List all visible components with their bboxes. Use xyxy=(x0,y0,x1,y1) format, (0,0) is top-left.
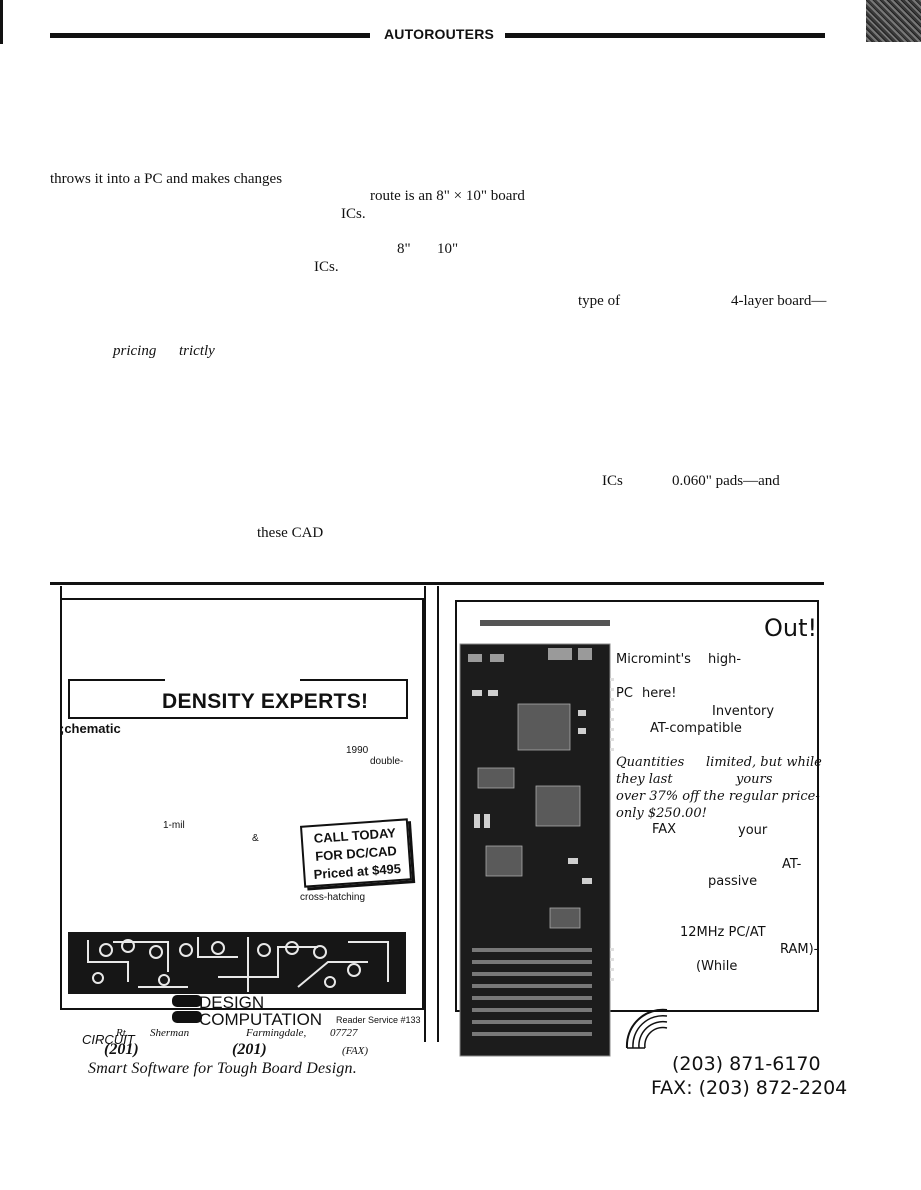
ad-text: Quantities xyxy=(616,755,685,770)
ad-text: & xyxy=(252,833,259,844)
phone: (201) xyxy=(232,1041,267,1058)
ad-text: yours xyxy=(736,772,773,787)
address: 07727 xyxy=(330,1027,358,1039)
body-fragment: trictly xyxy=(179,343,215,359)
body-fragment: pricing xyxy=(113,343,157,359)
ad-text: here! xyxy=(642,686,677,701)
ad-text: (While xyxy=(696,959,738,974)
ad-divider xyxy=(424,586,426,1042)
ad-right-frame xyxy=(455,600,819,1012)
corner-tab xyxy=(866,0,921,42)
ad-year: 1990 xyxy=(346,745,369,756)
footer-publication: CIRCUIT xyxy=(82,1032,135,1047)
section-title: AUTOROUTERS xyxy=(384,26,495,42)
ad-text: RAM)- xyxy=(780,942,819,957)
slogan: Smart Software for Tough Board Design. xyxy=(88,1060,357,1077)
ad-text: only $250.00! xyxy=(616,806,707,821)
body-fragment: 8" xyxy=(397,241,411,257)
ad-headline: DENSITY EXPERTS! xyxy=(162,690,369,713)
ad-text: over 37% off the regular price- xyxy=(616,789,820,804)
logo-text: DESIGN xyxy=(199,993,265,1012)
ad-phone: (203) 871-6170 xyxy=(672,1053,821,1075)
schematic-label: ;chematic xyxy=(60,721,121,736)
ad-text: AT-compatible xyxy=(650,721,742,736)
ad-text: passive xyxy=(708,874,758,889)
body-fragment: type of xyxy=(578,293,621,309)
call-today-box: CALL TODAY FOR DC/CAD Priced at $495 xyxy=(299,818,413,888)
address: Farmingdale, xyxy=(246,1027,307,1039)
ad-text: Micromint's xyxy=(616,652,691,667)
body-fragment: 0.060" pads—and xyxy=(672,473,780,489)
body-fragment: 10" xyxy=(437,241,459,257)
body-fragment: ICs. xyxy=(314,259,339,275)
header-rule-right xyxy=(505,33,825,38)
body-fragment: ICs xyxy=(602,473,623,489)
reader-service: Reader Service #133 xyxy=(336,1015,421,1025)
body-fragment: route is an 8" × 10" board xyxy=(370,188,525,204)
ad-text: 1-mil xyxy=(163,820,185,831)
section-separator xyxy=(50,582,824,585)
ad-text: FAX xyxy=(652,822,677,837)
body-fragment: 4-layer board— xyxy=(731,293,827,309)
ad-text: your xyxy=(738,823,768,838)
ad-text: limited, but while xyxy=(706,755,822,770)
ad-left-edge xyxy=(60,586,62,600)
body-fragment: throws it into a PC and makes changes xyxy=(50,171,283,187)
body-fragment: ICs. xyxy=(341,206,366,222)
body-fragment: these CAD xyxy=(257,525,324,541)
phone: (201) xyxy=(104,1041,139,1058)
ad-left-frame xyxy=(60,598,424,1010)
logo-text: COMPUTATION xyxy=(199,1010,323,1029)
left-edge-mark xyxy=(0,0,3,44)
fax-label: (FAX) xyxy=(342,1045,369,1057)
ad-text: they last xyxy=(616,772,673,787)
ad-out-headline: Out! xyxy=(764,614,818,642)
circuit-illustration xyxy=(68,932,406,994)
logo-mark xyxy=(172,995,202,1023)
address: Sherman xyxy=(150,1027,190,1039)
ad-text: high- xyxy=(708,652,742,667)
ad-text: 12MHz PC/AT xyxy=(680,925,766,940)
circuit-board-image xyxy=(459,620,614,1057)
call-line: Priced at $495 xyxy=(313,860,402,882)
header-rule-left xyxy=(50,33,370,38)
ad-fax: FAX: (203) 872-2204 xyxy=(651,1077,848,1099)
rainbow-logo-icon xyxy=(625,1008,668,1049)
ad-text: Inventory xyxy=(712,704,775,719)
ad-text: cross-hatching xyxy=(300,892,366,903)
ad-text: AT- xyxy=(782,857,802,872)
headline-gap xyxy=(165,675,300,683)
ad-text: PC xyxy=(616,686,633,701)
ad-divider xyxy=(437,586,439,1042)
ad-text: double- xyxy=(370,756,404,767)
address: Rt. xyxy=(116,1027,129,1039)
